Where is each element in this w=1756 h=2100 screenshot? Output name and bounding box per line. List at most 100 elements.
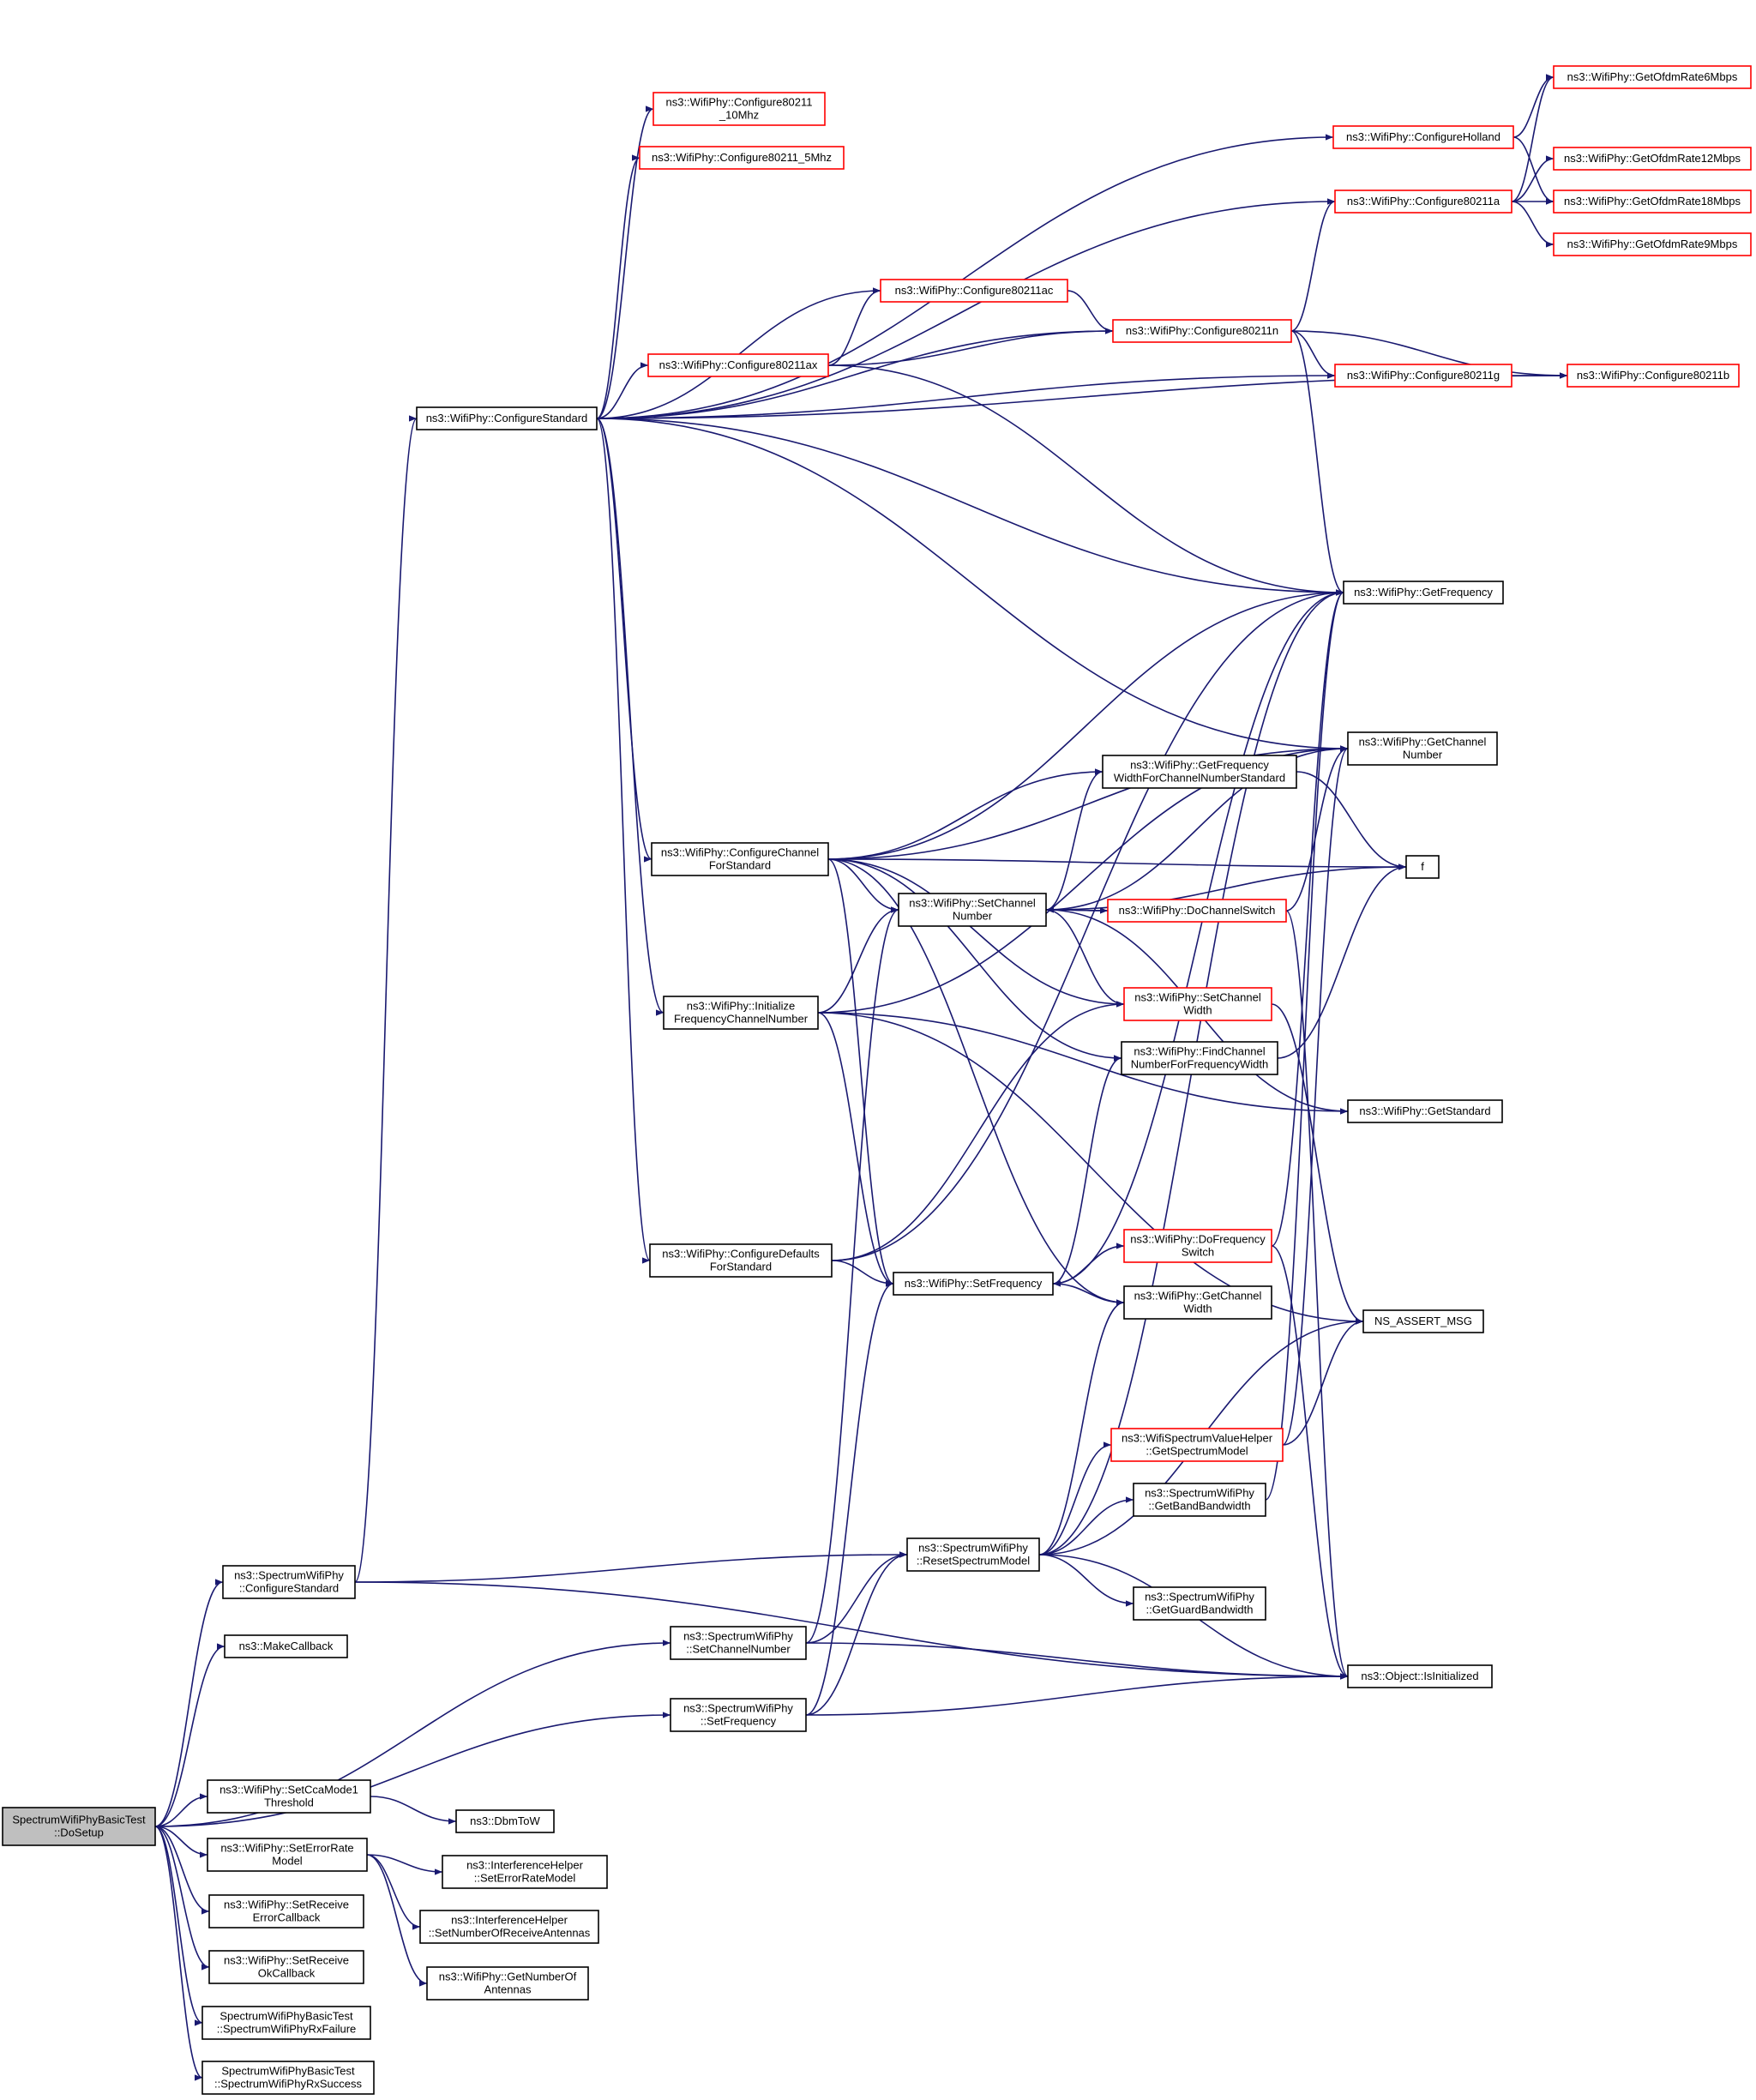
node-cfg10-mhz[interactable]: ns3::WifiPhy::Configure80211_10Mhz: [652, 92, 826, 126]
node-label-line: Number: [1403, 749, 1443, 761]
node-spw-set-frequency[interactable]: ns3::SpectrumWifiPhy::SetFrequency: [670, 1698, 807, 1732]
node-wsvh-get-model[interactable]: ns3::WifiSpectrumValueHelper::GetSpectru…: [1110, 1428, 1284, 1462]
node-set-channel-number[interactable]: ns3::WifiPhy::SetChannelNumber: [898, 893, 1047, 927]
edge-root-to-spw-set-frequency: [154, 1712, 671, 1827]
edge-configure-standard-to-cfg5-mhz: [596, 154, 640, 419]
edge-set-frequency-to-get-frequency: [1052, 589, 1344, 1285]
node-label-line: ns3::InterferenceHelper: [451, 1914, 568, 1927]
edge-cfg-channel-for-std-to-get-frequency: [827, 589, 1344, 860]
node-box: [1123, 1229, 1272, 1263]
edge-cfg-a-to-ofdm6: [1511, 74, 1555, 202]
node-cfg-n[interactable]: ns3::WifiPhy::Configure80211n: [1112, 319, 1292, 343]
node-set-error-rate-model[interactable]: ns3::WifiPhy::SetErrorRateModel: [207, 1838, 368, 1872]
node-label-line: ns3::WifiPhy::GetChannel: [1134, 1290, 1262, 1303]
node-ns-assert[interactable]: NS_ASSERT_MSG: [1362, 1309, 1484, 1333]
node-ih-set-error-rate-model[interactable]: ns3::InterferenceHelper::SetErrorRateMod…: [442, 1855, 608, 1889]
node-cfg-holland[interactable]: ns3::WifiPhy::ConfigureHolland: [1332, 125, 1514, 149]
node-configure-standard[interactable]: ns3::WifiPhy::ConfigureStandard: [416, 406, 598, 430]
node-ofdm12[interactable]: ns3::WifiPhy::GetOfdmRate12Mbps: [1553, 147, 1752, 171]
node-rx-success[interactable]: SpectrumWifiPhyBasicTest::SpectrumWifiPh…: [201, 2061, 375, 2095]
node-label-line: WidthForChannelNumberStandard: [1114, 772, 1285, 785]
node-label-line: SpectrumWifiPhyBasicTest: [221, 2065, 355, 2078]
node-spw-set-channel-number[interactable]: ns3::SpectrumWifiPhy::SetChannelNumber: [670, 1626, 807, 1660]
node-label-line: ns3::WifiPhy::ConfigureDefaults: [662, 1248, 820, 1261]
node-spw-get-band-bw[interactable]: ns3::SpectrumWifiPhy::GetBandBandwidth: [1133, 1483, 1266, 1517]
node-label-line: ns3::WifiPhy::ConfigureChannel: [661, 846, 819, 859]
node-ofdm6[interactable]: ns3::WifiPhy::GetOfdmRate6Mbps: [1553, 65, 1752, 89]
edge-cfg-channel-for-std-to-set-channel-width: [827, 858, 1125, 1008]
node-find-chan-num[interactable]: ns3::WifiPhy::FindChannelNumberForFreque…: [1121, 1041, 1278, 1075]
node-cfg-ac[interactable]: ns3::WifiPhy::Configure80211ac: [880, 279, 1068, 303]
node-rx-failure[interactable]: SpectrumWifiPhyBasicTest::SpectrumWifiPh…: [201, 2006, 371, 2040]
node-label-line: ns3::WifiPhy::SetReceive: [224, 1954, 349, 1967]
node-dbm-to-w[interactable]: ns3::DbmToW: [455, 1809, 555, 1833]
node-box: [1553, 190, 1752, 214]
node-ofdm9[interactable]: ns3::WifiPhy::GetOfdmRate9Mbps: [1553, 232, 1752, 256]
node-label-line: ::SetFrequency: [701, 1715, 777, 1728]
edge-spw-reset-to-spw-get-band-bw: [1038, 1496, 1134, 1555]
node-get-standard[interactable]: ns3::WifiPhy::GetStandard: [1347, 1099, 1503, 1123]
node-label-line: ns3::WifiPhy::Configure80211n: [1126, 324, 1278, 337]
node-box: [201, 2061, 375, 2095]
edge-cfg-channel-for-std-to-set-frequency: [827, 858, 894, 1287]
node-get-freq-width[interactable]: ns3::WifiPhy::GetFrequencyWidthForChanne…: [1102, 755, 1297, 789]
node-label-line: ns3::MakeCallback: [239, 1640, 334, 1652]
edge-set-frequency-to-get-channel-width: [1052, 1283, 1125, 1306]
edge-root-to-spw-set-channel-number: [154, 1640, 671, 1827]
node-label-line: Model: [272, 1855, 303, 1868]
node-root[interactable]: SpectrumWifiPhyBasicTest::DoSetup: [2, 1807, 156, 1846]
node-cfg-defaults[interactable]: ns3::WifiPhy::ConfigureDefaultsForStanda…: [649, 1243, 833, 1278]
node-cfg-ax[interactable]: ns3::WifiPhy::Configure80211ax: [647, 353, 829, 377]
node-cfg-b[interactable]: ns3::WifiPhy::Configure80211b: [1567, 364, 1740, 388]
node-get-frequency[interactable]: ns3::WifiPhy::GetFrequency: [1343, 581, 1504, 605]
node-label-line: ::GetBandBandwidth: [1148, 1500, 1250, 1513]
node-box: [419, 1910, 599, 1944]
node-cfg-a[interactable]: ns3::WifiPhy::Configure80211a: [1334, 190, 1512, 214]
edge-spw-set-channel-number-to-spw-reset: [805, 1551, 908, 1644]
edge-cfg-channel-for-std-to-get-channel-number: [827, 745, 1349, 860]
edge-spw-configure-standard-to-is-initialized: [354, 1581, 1349, 1680]
node-is-initialized[interactable]: ns3::Object::IsInitialized: [1347, 1664, 1493, 1688]
node-do-channel-switch[interactable]: ns3::WifiPhy::DoChannelSwitch: [1107, 899, 1287, 923]
node-spw-reset[interactable]: ns3::SpectrumWifiPhy::ResetSpectrumModel: [906, 1537, 1040, 1572]
edge-set-channel-width-to-ns-assert: [1271, 1003, 1364, 1325]
node-set-frequency[interactable]: ns3::WifiPhy::SetFrequency: [893, 1272, 1054, 1296]
node-make-callback[interactable]: ns3::MakeCallback: [224, 1634, 348, 1658]
edge-configure-standard-to-cfg-n: [596, 328, 1114, 419]
node-label-line: ::DoSetup: [54, 1826, 104, 1839]
node-cfg5-mhz[interactable]: ns3::WifiPhy::Configure80211_5Mhz: [639, 146, 845, 170]
node-spw-configure-standard[interactable]: ns3::SpectrumWifiPhy::ConfigureStandard: [222, 1565, 356, 1599]
node-cfg-g[interactable]: ns3::WifiPhy::Configure80211g: [1334, 364, 1512, 388]
node-label-line: ns3::WifiPhy::GetStandard: [1359, 1104, 1490, 1117]
edge-set-channel-number-to-set-channel-width: [1045, 909, 1125, 1008]
edge-root-to-set-receive-ok-cb: [154, 1826, 210, 1971]
node-ih-set-num-antennas[interactable]: ns3::InterferenceHelper::SetNumberOfRece…: [419, 1910, 599, 1944]
edge-configure-standard-to-cfg-ax: [596, 362, 649, 419]
node-cfg-channel-for-std[interactable]: ns3::WifiPhy::ConfigureChannelForStandar…: [651, 842, 829, 876]
node-ofdm18[interactable]: ns3::WifiPhy::GetOfdmRate18Mbps: [1553, 190, 1752, 214]
node-box: [1334, 364, 1512, 388]
node-init-freq-chan[interactable]: ns3::WifiPhy::InitializeFrequencyChannel…: [663, 996, 819, 1030]
node-label-line: ns3::WifiPhy::DoFrequency: [1130, 1233, 1266, 1246]
node-box: [670, 1698, 807, 1732]
node-box: [222, 1565, 356, 1599]
node-box: [1332, 125, 1514, 149]
node-box: [1334, 190, 1512, 214]
node-box: [455, 1809, 555, 1833]
node-label-line: ns3::WifiSpectrumValueHelper: [1122, 1432, 1273, 1445]
edge-cfg-defaults-to-set-channel-width: [831, 1001, 1125, 1261]
node-label-line: OkCallback: [258, 1967, 316, 1980]
node-label-line: Width: [1183, 1303, 1212, 1315]
edge-cfg-n-to-cfg-g: [1290, 330, 1336, 379]
node-spw-get-guard-bw[interactable]: ns3::SpectrumWifiPhy::GetGuardBandwidth: [1133, 1586, 1266, 1621]
node-f-node[interactable]: f: [1405, 855, 1440, 879]
